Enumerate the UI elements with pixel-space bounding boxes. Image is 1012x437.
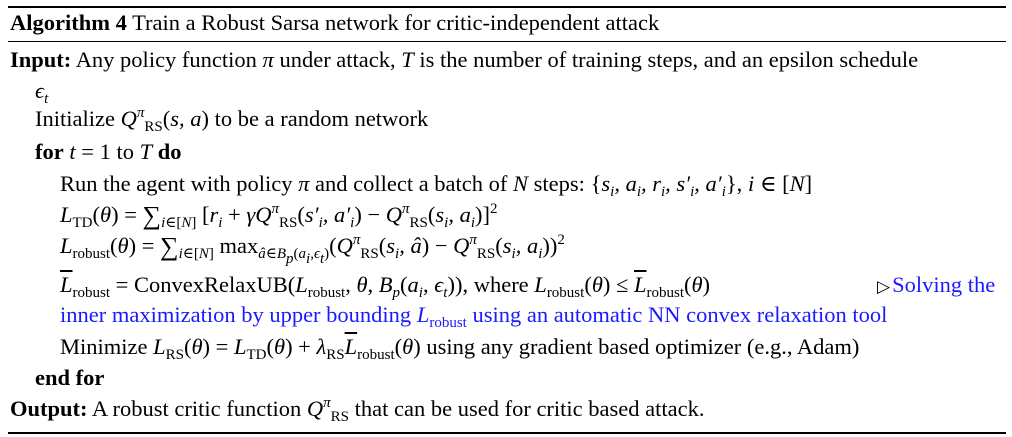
loss-robust-line: Lrobust(θ) = ∑i∈[N] maxâ∈Bp(ai,ϵt)(QπRS(… xyxy=(60,232,565,267)
loss-td-line: LTD(θ) = ∑i∈[N] [ri + γQπRS(s′i, a′i) − … xyxy=(60,201,498,231)
run-agent-line: Run the agent with policy π and collect … xyxy=(60,171,813,200)
algorithm-header: Algorithm 4 Train a Robust Sarsa network… xyxy=(10,9,1006,37)
comment-line-2: inner maximization by upper bounding Lro… xyxy=(60,302,888,331)
header-rule xyxy=(8,41,1006,42)
output-line: Output: A robust critic function QπRS th… xyxy=(10,395,705,425)
top-rule xyxy=(8,6,1006,8)
bottom-rule xyxy=(8,432,1006,434)
algorithm-title: Train a Robust Sarsa network for critic-… xyxy=(132,10,660,35)
minimize-line: Minimize LRS(θ) = LTD(θ) + λRSLrobust(θ)… xyxy=(60,334,860,363)
for-line: for t = 1 to T do xyxy=(35,139,182,164)
upper-bound-line: Lrobust = ConvexRelaxUB(Lrobust, θ, Bp(a… xyxy=(60,272,711,301)
comment-line-1: ▷Solving the xyxy=(877,272,996,297)
comment-triangle-icon: ▷ xyxy=(877,277,891,296)
input-line-cont: ϵt xyxy=(35,78,49,107)
algorithm-label: Algorithm 4 xyxy=(10,10,127,35)
input-line: Input: Any policy function π under attac… xyxy=(10,47,919,72)
initialize-line: Initialize QπRS(s, a) to be a random net… xyxy=(35,105,429,135)
input-keyword: Input: xyxy=(10,47,72,72)
end-for-line: end for xyxy=(35,365,105,390)
output-keyword: Output: xyxy=(10,396,88,421)
